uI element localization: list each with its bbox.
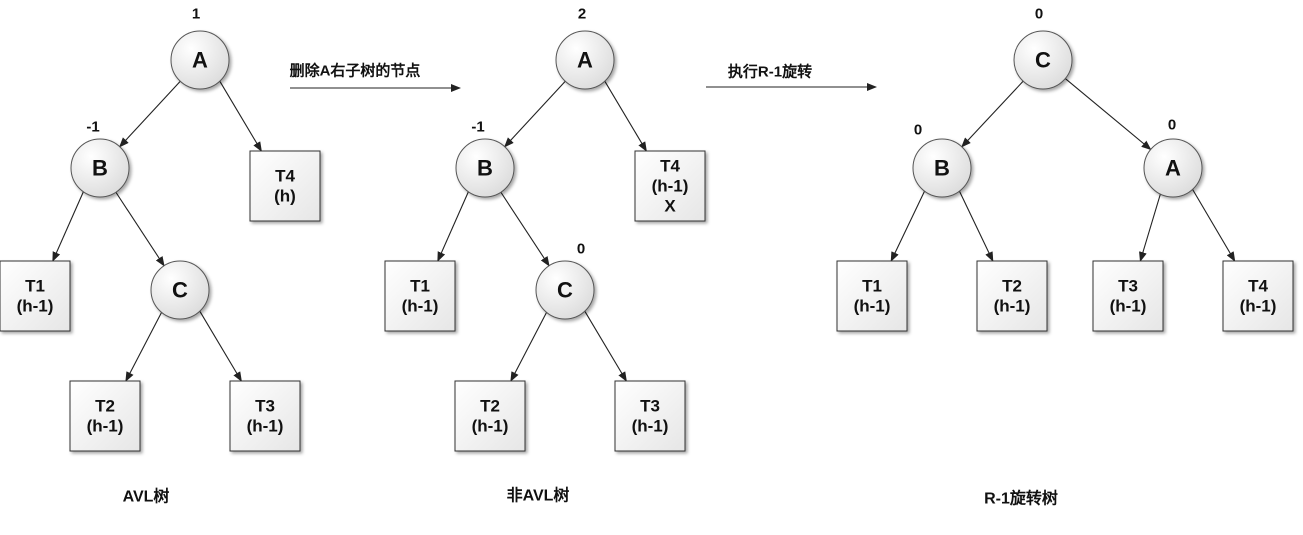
- edge-b-c-panel-2: [500, 191, 550, 267]
- edge-c-b-panel-3: [961, 80, 1024, 148]
- balance-factor-a: 1: [192, 6, 200, 23]
- edge-a-t4-panel-1: [219, 80, 262, 152]
- subtree-label-t3: T3: [640, 397, 660, 416]
- subtree-label-t2: T2: [95, 397, 115, 416]
- balance-factor-a: 2: [578, 6, 586, 23]
- subtree-label-t3: T3: [1118, 277, 1138, 296]
- node-label-b: B: [92, 156, 108, 181]
- shapes-layer: [0, 30, 1294, 452]
- subtree-label-t1: T1: [410, 277, 430, 296]
- subtree-label-t4: X: [664, 197, 676, 216]
- tree-node-b-panel-3: [912, 138, 972, 198]
- edge-c-t3-panel-1: [199, 310, 242, 382]
- subtree-label-t1: (h-1): [854, 297, 891, 316]
- panel-caption-3: R-1旋转树: [984, 489, 1058, 508]
- edges-layer: [52, 78, 1236, 382]
- subtree-label-t4: (h-1): [1240, 297, 1277, 316]
- node-label-c: C: [172, 278, 188, 303]
- subtree-label-t2: (h-1): [87, 417, 124, 436]
- text-layer: A1B-1CT4(h)T1(h-1)T2(h-1)T3(h-1)AVL树A2B-…: [17, 6, 1277, 508]
- subtree-box-t4-panel-1: [249, 150, 321, 222]
- tree-node-b-panel-1: [70, 138, 130, 198]
- node-label-a: A: [1165, 156, 1181, 181]
- tree-node-c-panel-1: [150, 260, 210, 320]
- balance-factor-b: 0: [914, 122, 922, 139]
- edge-b-t2-panel-3: [958, 190, 994, 262]
- node-label-b: B: [934, 156, 950, 181]
- subtree-label-t3: T3: [255, 397, 275, 416]
- subtree-label-t1: (h-1): [402, 297, 439, 316]
- subtree-box-t1-panel-2: [384, 260, 456, 332]
- subtree-box-t3-panel-1: [229, 380, 301, 452]
- edge-a-t4-panel-2: [604, 80, 647, 152]
- balance-factor-c: 0: [577, 241, 585, 258]
- panel-caption-2: 非AVL树: [507, 486, 570, 505]
- subtree-box-t3-panel-3: [1092, 260, 1164, 332]
- edge-a-t3-panel-3: [1139, 193, 1161, 262]
- balance-factor-b: -1: [471, 119, 484, 136]
- operation-label-1: 删除A右子树的节点: [290, 62, 421, 80]
- subtree-label-t1: T1: [25, 277, 45, 296]
- subtree-label-t4: T4: [275, 167, 295, 186]
- edge-a-b-panel-2: [504, 80, 566, 148]
- subtree-box-t4-panel-3: [1222, 260, 1294, 332]
- subtree-label-t3: (h-1): [247, 417, 284, 436]
- subtree-label-t2: (h-1): [994, 297, 1031, 316]
- edge-b-c-panel-1: [115, 191, 165, 267]
- subtree-box-t2-panel-3: [976, 260, 1048, 332]
- subtree-box-t2-panel-1: [69, 380, 141, 452]
- tree-node-c-panel-2: [535, 260, 595, 320]
- edge-b-t1-panel-1: [52, 191, 84, 262]
- subtree-label-t4: (h-1): [652, 177, 689, 196]
- tree-node-a-panel-3: [1143, 138, 1203, 198]
- subtree-label-t4: (h): [274, 187, 296, 206]
- balance-factor-a: 0: [1168, 117, 1176, 134]
- tree-node-c-panel-3: [1013, 30, 1073, 90]
- panel-caption-1: AVL树: [123, 487, 170, 506]
- subtree-label-t1: (h-1): [17, 297, 54, 316]
- node-label-b: B: [477, 156, 493, 181]
- edge-a-b-panel-1: [119, 80, 181, 148]
- subtree-box-t3-panel-2: [614, 380, 686, 452]
- subtree-box-t4-panel-2: [634, 150, 706, 222]
- subtree-label-t3: (h-1): [1110, 297, 1147, 316]
- edge-c-t3-panel-2: [584, 310, 627, 382]
- edge-b-t1-panel-3: [890, 190, 926, 262]
- edge-a-t4-panel-3: [1192, 189, 1236, 262]
- edge-c-a-panel-3: [1064, 78, 1152, 151]
- node-label-c: C: [1035, 48, 1051, 73]
- subtree-label-t2: T2: [480, 397, 500, 416]
- node-label-a: A: [192, 48, 208, 73]
- subtree-box-t2-panel-2: [454, 380, 526, 452]
- subtree-label-t2: (h-1): [472, 417, 509, 436]
- edge-c-t2-panel-1: [125, 312, 163, 382]
- balance-factor-c: 0: [1035, 6, 1043, 23]
- edge-b-t1-panel-2: [437, 191, 469, 262]
- tree-node-a-panel-2: [555, 30, 615, 90]
- subtree-label-t3: (h-1): [632, 417, 669, 436]
- subtree-label-t4: T4: [660, 157, 680, 176]
- subtree-label-t1: T1: [862, 277, 882, 296]
- subtree-box-t1-panel-3: [836, 260, 908, 332]
- tree-node-b-panel-2: [455, 138, 515, 198]
- balance-factor-b: -1: [86, 119, 99, 136]
- subtree-label-t4: T4: [1248, 277, 1268, 296]
- subtree-box-t1-panel-1: [0, 260, 71, 332]
- operation-label-2: 执行R-1旋转: [728, 63, 812, 81]
- node-label-a: A: [577, 48, 593, 73]
- subtree-label-t2: T2: [1002, 277, 1022, 296]
- edge-c-t2-panel-2: [510, 312, 548, 382]
- tree-node-a-panel-1: [170, 30, 230, 90]
- node-label-c: C: [557, 278, 573, 303]
